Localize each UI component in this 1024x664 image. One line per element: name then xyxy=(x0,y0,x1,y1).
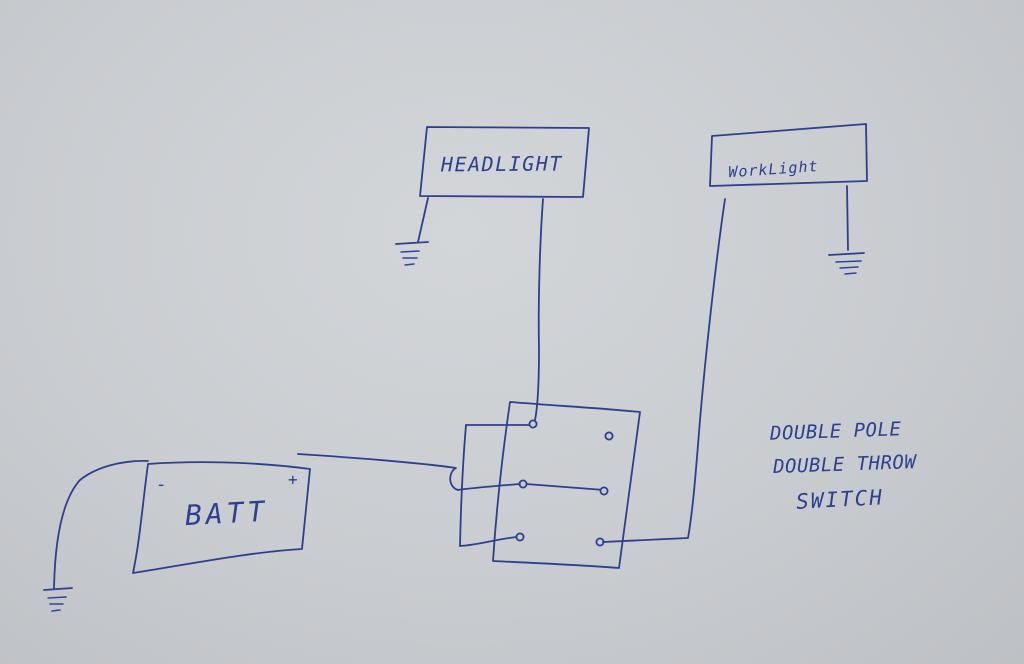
switch-outline xyxy=(492,401,641,569)
jumper-wire-vertical xyxy=(459,424,467,547)
dpdt-switch xyxy=(459,401,641,569)
worklight-ground-wire xyxy=(846,185,849,251)
worklight-feed-wire xyxy=(602,198,726,543)
headlight-box: HEADLIGHT xyxy=(419,126,590,198)
battery-negative-sign: - xyxy=(156,474,167,495)
terminal-top-left xyxy=(528,419,538,429)
headlight-ground-symbol xyxy=(395,197,429,266)
terminal-top-right xyxy=(604,431,614,441)
battery-negative-wire xyxy=(53,460,149,589)
note-line-3: SWITCH xyxy=(795,485,884,514)
battery-box: BATT - + xyxy=(132,461,311,574)
worklight-label: WorkLight xyxy=(728,157,819,181)
worklight-ground-symbol xyxy=(828,185,865,275)
terminal-middle-right xyxy=(599,486,609,496)
headlight-feed-wire xyxy=(534,198,544,421)
headlight-ground-wire xyxy=(417,197,429,243)
terminal-bottom-left xyxy=(515,532,525,542)
worklight-box: WorkLight xyxy=(709,123,868,187)
note-line-1: DOUBLE POLE xyxy=(769,418,902,445)
battery-outline xyxy=(132,461,311,574)
switch-type-note: DOUBLE POLE DOUBLE THROW SWITCH xyxy=(769,418,918,514)
jumper-wire-bottom xyxy=(459,536,519,547)
battery-label: BATT xyxy=(184,495,269,532)
headlight-label: HEADLIGHT xyxy=(440,151,564,176)
battery-positive-wire xyxy=(297,453,521,491)
note-line-2: DOUBLE THROW xyxy=(772,451,918,478)
battery-positive-sign: + xyxy=(288,470,298,489)
worklight-outline xyxy=(709,123,868,187)
headlight-outline xyxy=(419,126,590,198)
switch-throw-line xyxy=(525,483,605,491)
battery-ground-symbol xyxy=(43,460,149,612)
